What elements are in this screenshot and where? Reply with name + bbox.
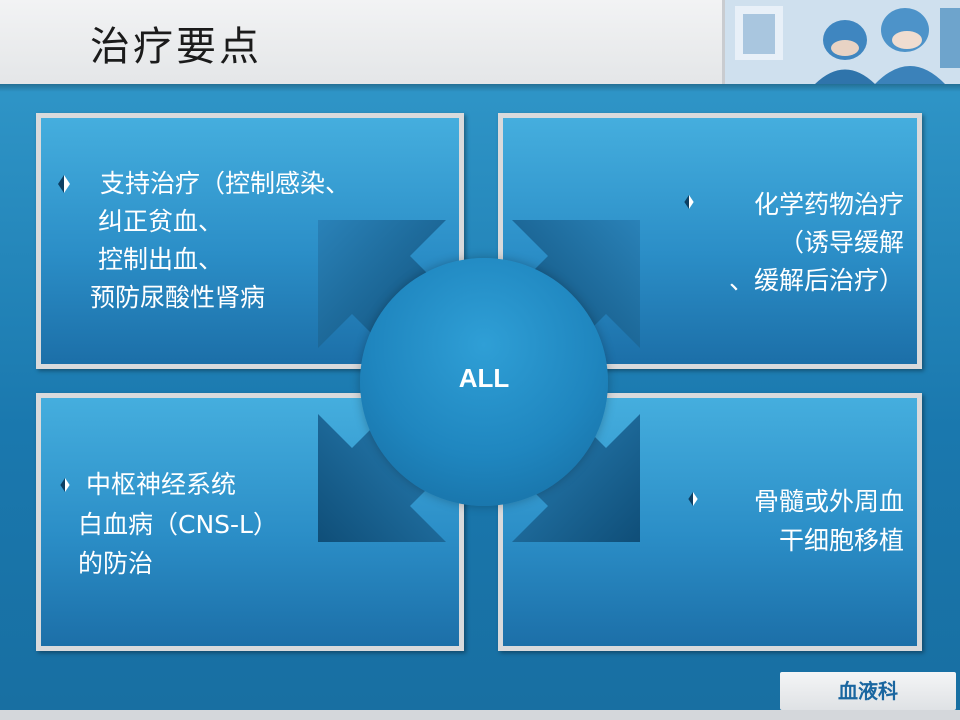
tl-line-3: 控制出血、 (98, 245, 224, 274)
tr-line-2: （诱导缓解 (778, 228, 904, 257)
br-line-2: 干细胞移植 (778, 526, 904, 555)
diamond-bullet-icon (684, 195, 694, 209)
center-circle (360, 258, 608, 506)
tl-line-2: 纠正贫血、 (98, 207, 224, 236)
bl-line-3: 的防治 (78, 549, 154, 578)
department-label: 血液科 (780, 672, 956, 710)
page-title: 治疗要点 (90, 24, 262, 70)
tr-line-3: 、缓解后治疗） (728, 266, 904, 295)
bl-line-2: 白血病（CNS-L） (78, 510, 278, 539)
br-line-1: 骨髓或外周血 (753, 487, 904, 516)
surgeons-photo (722, 0, 960, 84)
tl-line-4: 预防尿酸性肾病 (90, 283, 266, 312)
tl-line-1: 支持治疗（控制感染、 (100, 169, 351, 198)
center-label: ALL (458, 363, 510, 393)
tr-line-1: 化学药物治疗 (753, 190, 904, 219)
footer-bar (0, 710, 960, 720)
diamond-bullet-icon (688, 492, 698, 506)
main-shadow (0, 84, 960, 92)
diamond-bullet-icon (58, 175, 70, 193)
diamond-bullet-icon (60, 478, 70, 492)
bl-line-1: 中枢神经系统 (86, 470, 237, 499)
